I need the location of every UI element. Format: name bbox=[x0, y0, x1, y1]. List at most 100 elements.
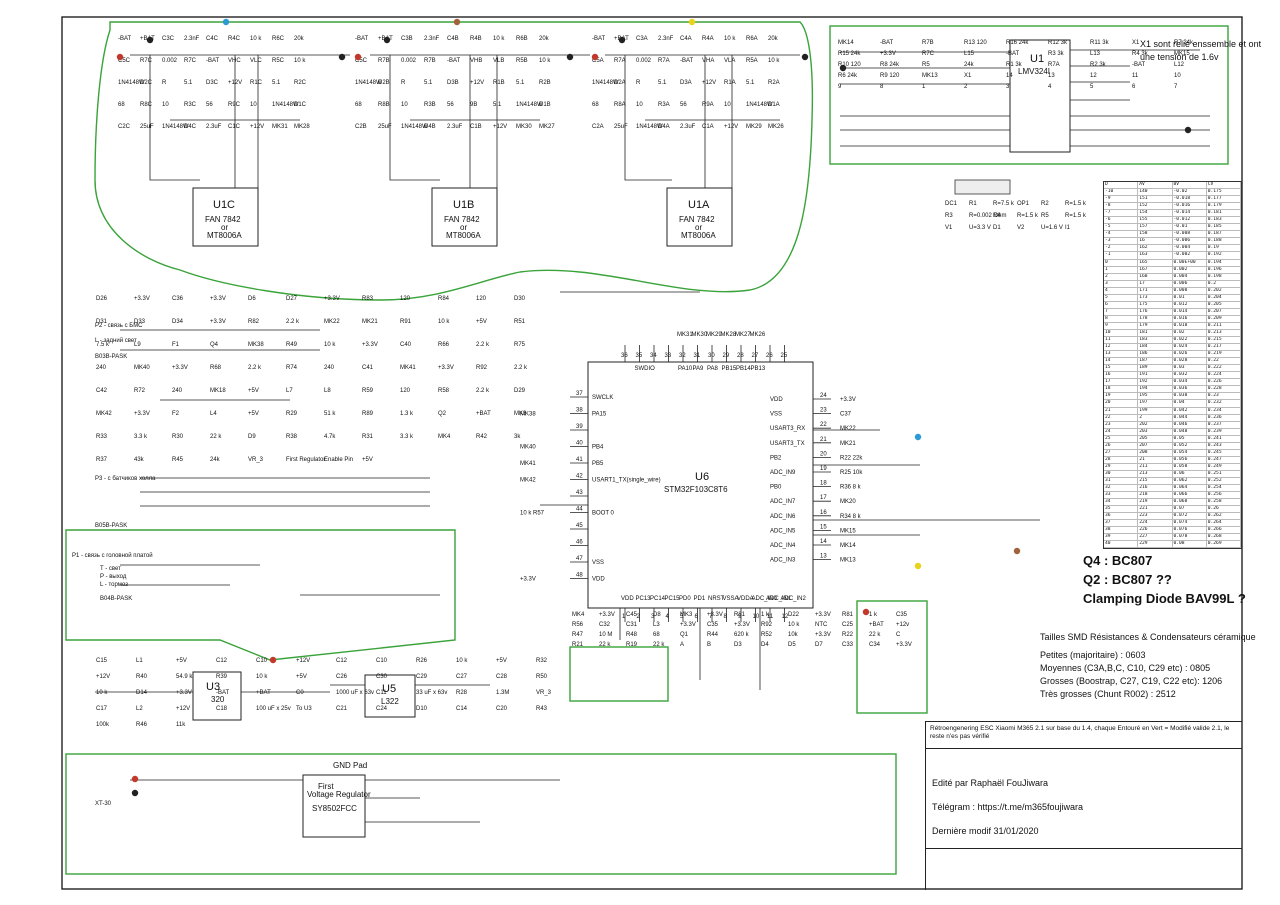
bottom-label-3: C12 bbox=[216, 658, 228, 664]
bemf-row-cell: 0.018 bbox=[1173, 322, 1207, 329]
opamp-label-40: 3 bbox=[1006, 84, 1010, 90]
mcu-pin-32-name: PA10 bbox=[678, 366, 693, 372]
marker-dot-7 bbox=[591, 53, 599, 61]
bemf-row-cell: 0.239 bbox=[1207, 428, 1241, 435]
bemf-row-cell: 171 bbox=[1138, 287, 1173, 294]
bottom-label-31: C11 bbox=[376, 690, 387, 696]
bemf-row-cell: 0.022 bbox=[1173, 337, 1207, 344]
mid-label-3: +3.3V bbox=[210, 296, 226, 302]
bemf-row-cell: 18 bbox=[1104, 386, 1139, 393]
bemf-row-cell: 0.262 bbox=[1207, 513, 1241, 520]
connector-p1-pin-2: L - тормоз bbox=[100, 582, 128, 588]
chip-u1c-part2: MT8006A bbox=[207, 231, 242, 240]
bemf-row-cell: 0.205 bbox=[1207, 301, 1241, 308]
right-label-22: NTC bbox=[815, 622, 828, 628]
phase-c-label-4: C4C bbox=[206, 36, 219, 42]
phase-c-label-34: 1N4148W bbox=[272, 102, 299, 108]
mcu-pin-1-name: VDD bbox=[621, 596, 634, 602]
phase-b-label-5: R4B bbox=[470, 36, 482, 42]
bemf-row-cell: 0.251 bbox=[1207, 470, 1241, 477]
bemf-row-cell: 11 bbox=[1104, 337, 1139, 344]
phase-a-label-33: 10 bbox=[724, 102, 731, 108]
mid-label-78: 4.7k bbox=[324, 434, 336, 440]
chip-regulator-part: SY8502FCC bbox=[312, 804, 357, 813]
phase-b-label-16: R5B bbox=[516, 58, 528, 64]
bottom-label-6: C12 bbox=[336, 658, 348, 664]
bemf-row-cell: 183 bbox=[1138, 337, 1173, 344]
bemf-row-cell: -0.002 bbox=[1173, 252, 1207, 259]
phase-a-label-43: MK29 bbox=[746, 124, 762, 130]
phase-a-label-4: C4A bbox=[680, 36, 692, 42]
phase-b-label-6: 10 k bbox=[493, 36, 505, 42]
connector-p3-title: P3 - с батчиков холла bbox=[95, 476, 156, 482]
bemf-row-cell: 28 bbox=[1104, 456, 1139, 463]
bottom-label-34: 1.3M bbox=[496, 690, 509, 696]
mid-label-6: +3.3V bbox=[324, 296, 340, 302]
phase-b-label-23: +12V bbox=[470, 80, 484, 86]
bemf-row-cell: 0.074 bbox=[1173, 520, 1207, 527]
bottom-label-50: 11k bbox=[176, 722, 186, 728]
opamp-label-38: 1 bbox=[922, 84, 926, 90]
phase-b-label-34: 1N4148W bbox=[516, 102, 543, 108]
bemf-row-cell: 2 bbox=[1104, 273, 1139, 280]
bemf-row-cell: 199 bbox=[1138, 407, 1173, 414]
bemf-row-cell: 0.23 bbox=[1207, 393, 1241, 400]
bemf-row-cell: 0.187 bbox=[1207, 231, 1241, 238]
chip-u1a-or: or bbox=[695, 223, 702, 232]
mcu-pin-15-net: MK15 bbox=[840, 528, 856, 534]
mcu-pin-38-num: 38 bbox=[576, 408, 583, 414]
sim-label-13: U=3.3 V bbox=[969, 225, 991, 231]
phase-c-label-32: R9C bbox=[228, 102, 241, 108]
mcu-pin-21-num: 21 bbox=[820, 437, 827, 443]
mcu-pin-47-name: VSS bbox=[592, 560, 604, 566]
bemf-row-cell: 221 bbox=[1138, 506, 1173, 513]
phase-a-label-3: 2.3nF bbox=[658, 36, 674, 42]
mcu-pin-36-num: 36 bbox=[621, 353, 628, 359]
phase-c-label-20: R bbox=[162, 80, 167, 86]
sim-label-2: R=7.5 k bbox=[993, 201, 1015, 207]
sim-label-16: U=1.6 V bbox=[1041, 225, 1063, 231]
bemf-row-cell: 211 bbox=[1138, 463, 1173, 470]
phase-b-label-9: C5C bbox=[355, 58, 368, 64]
phase-b-label-25: 5.1 bbox=[516, 80, 525, 86]
bemf-row-cell: -0.018 bbox=[1173, 196, 1207, 203]
phase-b-label-40: 2.3uF bbox=[447, 124, 463, 130]
bemf-row-cell: 27 bbox=[1104, 449, 1139, 456]
bottom-label-37: L2 bbox=[136, 706, 143, 712]
marker-dot-13 bbox=[1184, 126, 1192, 134]
smd-line-1: Petites (majoritaire) : 0603 bbox=[1040, 650, 1146, 660]
bemf-row-cell: 0.269 bbox=[1207, 541, 1241, 548]
bottom-label-29: C0 bbox=[296, 690, 304, 696]
bemf-row-cell: 0.058 bbox=[1173, 463, 1207, 470]
phase-a-label-15: VLA bbox=[724, 58, 735, 64]
bemf-row-cell: 0.004 bbox=[1173, 273, 1207, 280]
bemf-row-cell: 218 bbox=[1138, 492, 1173, 499]
opamp-label-11: R7C bbox=[922, 51, 935, 57]
opamp-label-14: R3 3k bbox=[1048, 51, 1065, 57]
phase-c-label-9: C5C bbox=[118, 58, 131, 64]
bemf-row-cell: 0.234 bbox=[1207, 407, 1241, 414]
right-label-17: +3.3V bbox=[680, 622, 696, 628]
phase-b-label-22: D3B bbox=[447, 80, 459, 86]
mcu-pin-45-num: 45 bbox=[576, 523, 583, 529]
bemf-row-cell: -6 bbox=[1104, 217, 1139, 224]
mid-label-33: R66 bbox=[438, 342, 450, 348]
phase-c-label-38: 1N4148W bbox=[162, 124, 189, 130]
bemf-row-cell: 0.247 bbox=[1207, 456, 1241, 463]
connector-p1-part: B04B-PASK bbox=[100, 596, 132, 602]
bemf-row-cell: 0.241 bbox=[1207, 435, 1241, 442]
mid-label-79: R31 bbox=[362, 434, 374, 440]
annotation-q2: Q2 : BC807 ?? bbox=[1083, 572, 1172, 587]
bemf-row-cell: 17 bbox=[1138, 280, 1173, 287]
opamp-label-10: +3.3V bbox=[880, 51, 896, 57]
phase-b-label-4: C4B bbox=[447, 36, 459, 42]
mcu-pin-13-num: 13 bbox=[820, 554, 827, 560]
mcu-pin-44-num: 44 bbox=[576, 507, 583, 513]
phase-c-label-25: 5.1 bbox=[272, 80, 281, 86]
